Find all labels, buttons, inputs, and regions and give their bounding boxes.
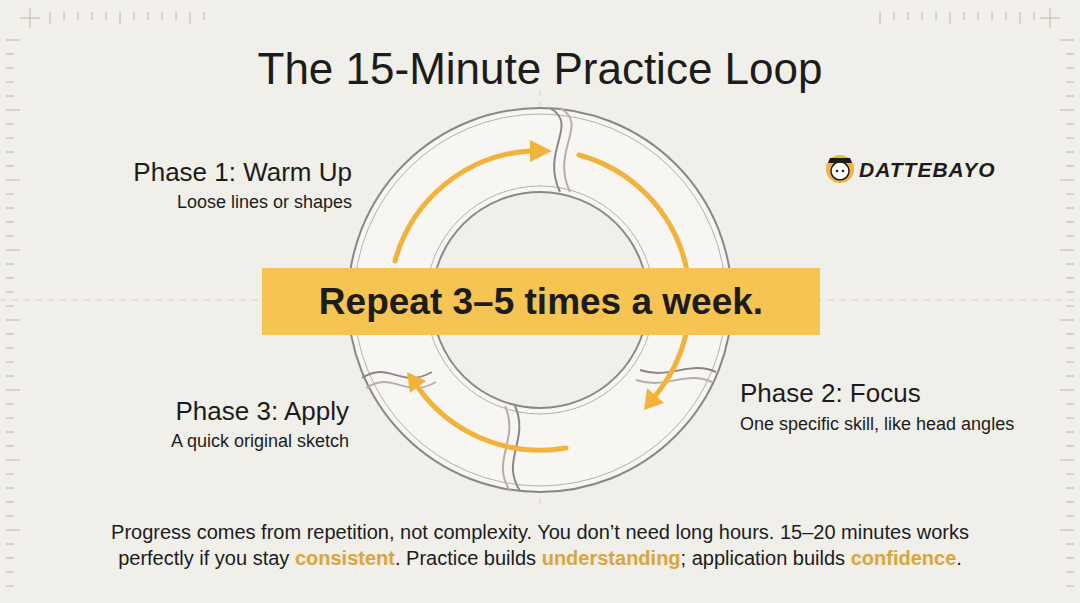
- highlight-word: consistent: [295, 547, 395, 569]
- caption-text: . Practice builds: [395, 547, 536, 569]
- phase-description: A quick original sketch: [171, 431, 349, 452]
- logo-icon: [826, 155, 854, 183]
- phase-heading: Phase 2: Focus: [740, 378, 921, 409]
- logo-text: DATTEBAYO: [859, 158, 996, 182]
- highlight-word: understanding: [542, 547, 681, 569]
- caption-text: .: [956, 547, 962, 569]
- phase-heading: Phase 1: Warm Up: [133, 157, 352, 188]
- caption-text: Progress comes from repetition, not comp…: [111, 521, 969, 543]
- highlight-word: confidence: [851, 547, 957, 569]
- caption-text: Progress comes from repetition, not comp…: [20, 519, 1060, 571]
- phase-description: One specific skill, like head angles: [740, 414, 1014, 435]
- phase-description: Loose lines or shapes: [177, 192, 352, 213]
- banner-text: Repeat 3–5 times a week.: [319, 281, 763, 323]
- title: The 15-Minute Practice Loop: [0, 44, 1080, 94]
- caption-text: perfectly if you stay: [118, 547, 289, 569]
- banner-box: Repeat 3–5 times a week.: [262, 268, 820, 335]
- caption-text: ; application builds: [681, 547, 846, 569]
- phase-heading: Phase 3: Apply: [176, 396, 349, 427]
- ruler-ticks: [6, 8, 1074, 586]
